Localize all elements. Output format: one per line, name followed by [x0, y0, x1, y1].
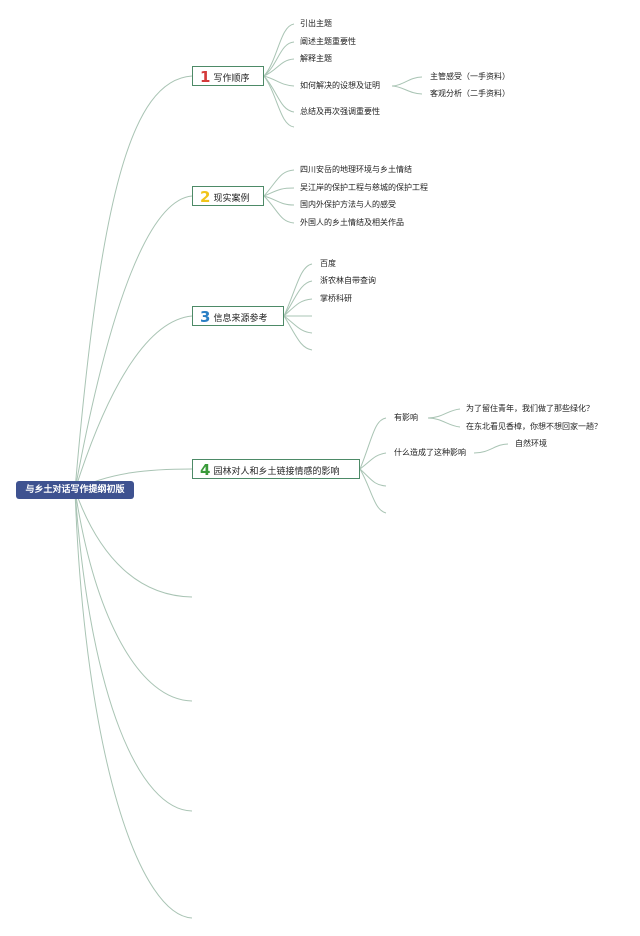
topic-item[interactable]: 有影响 [394, 413, 418, 422]
topic-item[interactable]: 掌桥科研 [320, 294, 352, 303]
number-2-icon: 2 [200, 188, 211, 206]
topic-item[interactable]: 如何解决的设想及证明 [300, 81, 380, 90]
subtopic-item[interactable]: 客观分析（二手资料） [430, 89, 510, 98]
branch-label: 现实案例 [213, 194, 250, 204]
branch-label: 园林对人和乡土链接情感的影响 [213, 467, 340, 477]
subtopic-item[interactable]: 主管感受（一手资料） [430, 72, 510, 81]
number-3-icon: 3 [200, 308, 211, 326]
topic-item[interactable]: 浙农林自带查询 [320, 276, 376, 285]
subtopic-item[interactable]: 为了留住青年，我们做了那些绿化？ [466, 404, 594, 413]
number-4-icon: 4 [200, 461, 211, 479]
topic-item[interactable]: 国内外保护方法与人的感受 [300, 200, 396, 209]
number-1-icon: 1 [200, 68, 211, 86]
root-node[interactable]: 与乡土对话写作提纲初版 [16, 481, 134, 499]
topic-item[interactable]: 阐述主题重要性 [300, 37, 356, 46]
topic-item[interactable]: 百度 [320, 259, 336, 268]
branch-label: 写作顺序 [213, 74, 250, 84]
topic-item[interactable]: 吴江岸的保护工程与慈城的保护工程 [300, 183, 428, 192]
topic-item[interactable]: 四川安岳的地理环境与乡土情结 [300, 165, 412, 174]
subtopic-item[interactable]: 在东北看见香樟，你想不想回家一趟？ [466, 422, 602, 431]
topic-item[interactable]: 外国人的乡土情结及相关作品 [300, 218, 404, 227]
topic-item[interactable]: 解释主题 [300, 54, 332, 63]
topic-item[interactable]: 引出主题 [300, 19, 332, 28]
topic-item[interactable]: 总结及再次强调重要性 [300, 107, 380, 116]
subtopic-item[interactable]: 自然环境 [515, 439, 547, 448]
topic-item[interactable]: 什么造成了这种影响 [394, 448, 466, 457]
branch-label: 信息来源参考 [213, 314, 268, 324]
